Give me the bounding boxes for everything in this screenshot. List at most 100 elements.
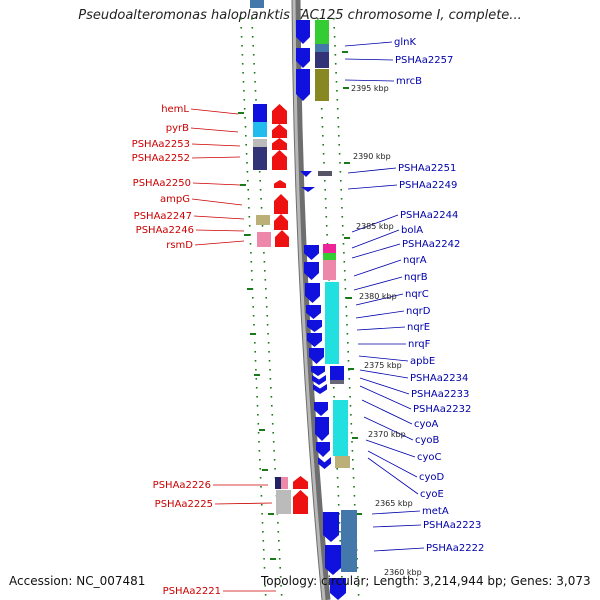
gene-arrow-reverse[interactable] xyxy=(296,20,310,44)
gene-label-PSHAa2249[interactable]: PSHAa2249 xyxy=(399,180,457,191)
gene-block[interactable] xyxy=(330,366,344,380)
cog-block[interactable] xyxy=(315,69,329,101)
gene-label-ampG[interactable]: ampG xyxy=(160,194,190,205)
gene-arrow-forward[interactable] xyxy=(293,476,308,489)
gene-label-cyoC[interactable]: cyoC xyxy=(417,452,442,463)
gene-arrow-reverse[interactable] xyxy=(325,545,341,575)
cog-block[interactable] xyxy=(256,215,270,225)
gene-label-nqrB[interactable]: nqrB xyxy=(404,272,428,283)
gene-label-nqrD[interactable]: nqrD xyxy=(406,306,431,317)
cog-block[interactable] xyxy=(253,139,267,147)
cog-block[interactable] xyxy=(257,232,271,247)
gene-arrow-forward[interactable] xyxy=(274,180,286,188)
gene-block[interactable] xyxy=(250,0,264,8)
gene-block[interactable] xyxy=(275,477,286,489)
cog-block[interactable] xyxy=(315,20,329,44)
gene-label-PSHAa2225[interactable]: PSHAa2225 xyxy=(155,499,213,510)
gene-block[interactable] xyxy=(253,122,267,137)
gene-label-PSHAa2242[interactable]: PSHAa2242 xyxy=(402,239,460,250)
gene-arrow-reverse[interactable] xyxy=(330,578,346,600)
gene-arrow-reverse[interactable] xyxy=(316,442,330,457)
cog-block[interactable] xyxy=(335,456,350,468)
gene-arrow-reverse[interactable] xyxy=(304,245,319,260)
cog-block[interactable] xyxy=(253,147,267,170)
gene-arrow-reverse[interactable] xyxy=(296,48,310,68)
gene-label-PSHAa2222[interactable]: PSHAa2222 xyxy=(426,543,484,554)
gene-label-PSHAa2244[interactable]: PSHAa2244 xyxy=(400,210,458,221)
gene-arrow-forward[interactable] xyxy=(275,230,289,247)
gene-arrow-forward[interactable] xyxy=(274,194,288,214)
gene-label-pyrB[interactable]: pyrB xyxy=(166,123,189,134)
gene-arrow-reverse[interactable] xyxy=(306,305,321,319)
cog-block[interactable] xyxy=(333,400,348,456)
gene-label-cyoA[interactable]: cyoA xyxy=(414,419,439,430)
cog-block[interactable] xyxy=(323,260,336,280)
gene-label-PSHAa2253[interactable]: PSHAa2253 xyxy=(132,139,190,150)
gene-label-PSHAa2223[interactable]: PSHAa2223 xyxy=(423,520,481,531)
gene-label-PSHAa2221[interactable]: PSHAa2221 xyxy=(163,586,221,597)
gene-arrow-reverse[interactable] xyxy=(304,262,319,280)
gene-arrow-reverse[interactable] xyxy=(305,283,320,303)
gene-label-PSHAa2226[interactable]: PSHAa2226 xyxy=(153,480,211,491)
cog-block[interactable] xyxy=(323,253,336,260)
gene-label-glnK[interactable]: glnK xyxy=(394,37,416,48)
gene-label-hemL[interactable]: hemL xyxy=(161,104,189,115)
cog-block[interactable] xyxy=(281,477,288,489)
gene-label-PSHAa2257[interactable]: PSHAa2257 xyxy=(395,55,453,66)
gene-label-nrqF[interactable]: nrqF xyxy=(408,339,431,350)
cog-block[interactable] xyxy=(325,282,339,364)
ruler-dot xyxy=(251,36,254,38)
cog-block[interactable] xyxy=(315,44,329,52)
gene-arrow-reverse[interactable] xyxy=(314,402,328,416)
gene-label-mrcB[interactable]: mrcB xyxy=(396,76,422,87)
cog-block[interactable] xyxy=(315,52,329,68)
gene-block[interactable] xyxy=(330,380,344,384)
gene-arrow-forward[interactable] xyxy=(274,214,288,230)
gene-arrow-reverse[interactable] xyxy=(312,375,326,385)
cog-block[interactable] xyxy=(323,244,336,253)
gene-arrow-reverse[interactable] xyxy=(318,457,331,469)
cog-block[interactable] xyxy=(341,510,357,572)
gene-label-nqrC[interactable]: nqrC xyxy=(405,289,429,300)
gene-arrow-reverse[interactable] xyxy=(307,333,322,347)
gene-label-metA[interactable]: metA xyxy=(422,506,449,517)
gene-arrow-reverse[interactable] xyxy=(301,187,315,192)
gene-label-PSHAa2252[interactable]: PSHAa2252 xyxy=(132,153,190,164)
gene-label-PSHAa2233[interactable]: PSHAa2233 xyxy=(411,389,469,400)
kbp-label: 2395 kbp xyxy=(351,84,389,93)
gene-arrow-forward[interactable] xyxy=(272,138,287,150)
gene-arrow-reverse[interactable] xyxy=(296,69,310,101)
gene-arrow-forward[interactable] xyxy=(272,124,287,138)
gene-label-PSHAa2234[interactable]: PSHAa2234 xyxy=(410,373,468,384)
gene-block[interactable] xyxy=(318,171,332,176)
gene-label-cyoD[interactable]: cyoD xyxy=(419,472,445,483)
gene-label-bolA[interactable]: bolA xyxy=(401,225,423,236)
gene-arrow-reverse[interactable] xyxy=(309,348,324,364)
gene-arrow-forward[interactable] xyxy=(272,150,287,170)
gene-blocks[interactable] xyxy=(250,0,357,600)
gene-arrow-forward[interactable] xyxy=(293,490,308,514)
gene-label-PSHAa2246[interactable]: PSHAa2246 xyxy=(136,225,194,236)
gene-label-cyoE[interactable]: cyoE xyxy=(420,489,444,500)
gene-label-rsmD[interactable]: rsmD xyxy=(166,240,193,251)
ruler-dot xyxy=(347,342,349,344)
gene-arrow-forward[interactable] xyxy=(272,104,287,124)
gene-arrow-reverse[interactable] xyxy=(300,171,312,177)
cog-block[interactable] xyxy=(276,490,291,514)
gene-arrow-reverse[interactable] xyxy=(311,366,325,376)
gene-label-PSHAa2232[interactable]: PSHAa2232 xyxy=(413,404,471,415)
gene-label-cyoB[interactable]: cyoB xyxy=(415,435,440,446)
gene-label-nqrA[interactable]: nqrA xyxy=(403,255,427,266)
gene-label-nqrE[interactable]: nqrE xyxy=(407,322,430,333)
gene-block[interactable] xyxy=(253,104,267,122)
gene-arrow-reverse[interactable] xyxy=(315,417,329,441)
gene-arrow-reverse[interactable] xyxy=(313,384,327,394)
gene-arrow-reverse[interactable] xyxy=(323,512,339,542)
gene-arrow-reverse[interactable] xyxy=(307,320,322,332)
gene-label-PSHAa2247[interactable]: PSHAa2247 xyxy=(134,211,192,222)
gene-label-PSHAa2251[interactable]: PSHAa2251 xyxy=(398,163,456,174)
gene-label-apbE[interactable]: apbE xyxy=(410,356,435,367)
gene-label-PSHAa2250[interactable]: PSHAa2250 xyxy=(133,178,191,189)
